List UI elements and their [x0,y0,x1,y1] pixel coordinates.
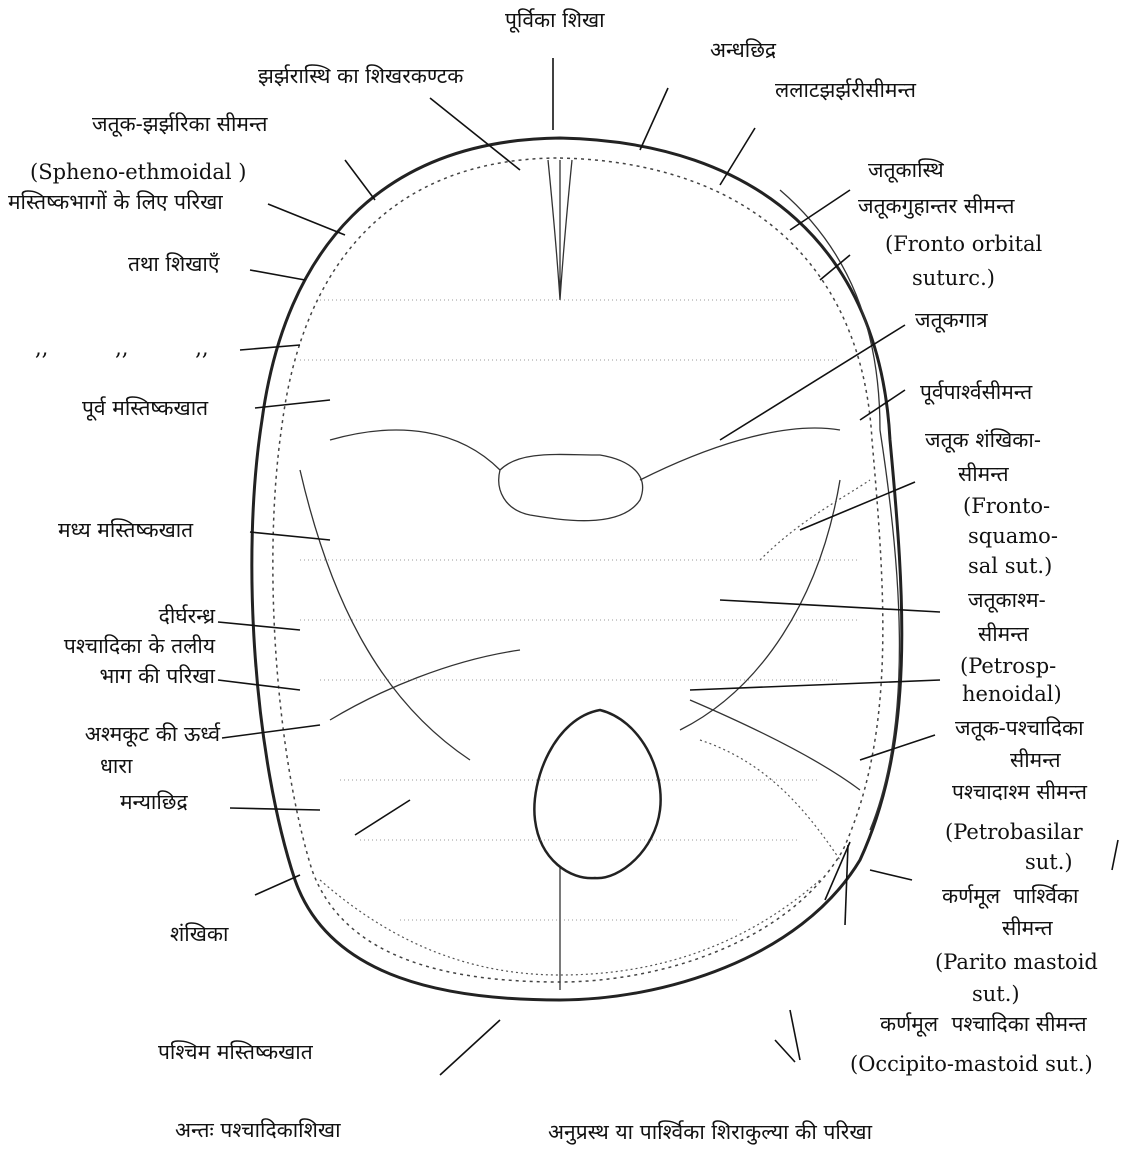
label-ashmakut-2: धारा [100,754,132,779]
leader-ashmakut [222,725,320,738]
label-jatukashm-1: जतूकाश्म- [968,588,1046,613]
label-jatuk-pashchadika-1: जतूक-पश्चादिका [955,716,1084,741]
label-mastishk-parikha: मस्तिष्कभागों के लिए परिखा [8,190,223,215]
petrous-ridge-left [330,650,520,720]
leader-petrosph [690,680,940,690]
label-petrobasilar-2: sut.) [1025,850,1073,875]
label-petrosph-2: henoidal) [962,682,1062,707]
label-karnamul-parshvika-2: सीमन्त [1002,916,1053,941]
leader-manyachhidra [230,808,320,810]
label-fronto-squamo-3: sal sut.) [968,554,1052,579]
label-jatukasthi: जतूकास्थि [868,158,944,183]
label-jatuk-shankhika-1: जतूक शंखिका- [925,428,1041,453]
leader-jatuk-jharjharika [345,160,375,200]
label-pashchim-mastishk: पश्चिम मस्तिष्कखात [158,1040,313,1065]
label-petrosph-1: (Petrosp- [960,654,1056,679]
label-ashmakut-1: अश्मकूट की ऊर्ध्व [25,722,220,747]
label-fronto-orbital-1: (Fronto orbital [885,232,1042,257]
label-purvaparshva: पूर्वपार्श्वसीमन्त [920,380,1032,405]
leader-shankhika [255,875,300,895]
label-anuprasth: अनुप्रस्थ या पार्श्विका शिराकुल्या की पर… [548,1120,872,1145]
leader-anuprasth-2 [790,1010,800,1060]
leader-ditto [240,345,300,350]
label-purvika-shikha: पूर्विका शिखा [505,8,605,33]
leader-purvaparshva [860,390,905,420]
label-jatukashm-2: सीमन्त [978,622,1029,647]
leader-karnamul-pashchadika-2 [845,845,848,925]
label-purva-mastishk: पूर्व मस्तिष्कखात [82,396,208,421]
label-pashchadashm: पश्चादाश्म सीमन्त [952,780,1087,805]
label-occipito-mastoid: (Occipito-mastoid sut.) [850,1052,1093,1077]
label-fronto-squamo-2: squamo- [968,524,1058,549]
transverse-groove [320,880,820,975]
label-parito-mastoid-2: sut.) [972,982,1020,1007]
leader-lalat-jharjhari [720,128,755,185]
leader-dirgharandhra [218,622,300,630]
label-pashchadika-2: भाग की परिखा [25,664,215,689]
label-petrobasilar-1: (Petrobasilar [945,820,1083,845]
label-shikharkantak: झर्झरास्थि का शिखरकण्टक [258,64,463,89]
label-antah-pashchadika: अन्तः पश्चादिकाशिखा [175,1118,341,1143]
right-rim [780,190,899,830]
sella-region [499,454,643,520]
leader-jatukguha [820,255,850,280]
label-spheno-ethmoidal: (Spheno-ethmoidal ) [30,160,246,185]
label-tatha-shikhaen: तथा शिखाएँ [128,252,219,277]
leader-jatuk-pashchadika [860,735,935,760]
frontal-crest [548,160,572,300]
label-manyachhidra: मन्याछिद्र [120,790,188,815]
sutures-right [700,480,870,860]
leader-jatukasthi [790,190,850,230]
leader-tatha-shikhaen [250,270,305,280]
leader-anuprasth [775,1040,795,1062]
label-jatuk-jharjharika: जतूक-झर्झरिका सीमन्त [92,112,267,137]
leader-andhachhidra [640,88,668,150]
label-ditto: ,, ,, ,, [35,336,209,361]
petrous-ridge-right [690,700,860,790]
label-fronto-orbital-2: suturc.) [912,266,995,291]
middle-fossa-left [300,470,470,760]
label-fronto-squamo-1: (Fronto- [963,494,1050,519]
label-karnamul-parshvika-1: कर्णमूल पार्श्विका [942,884,1078,909]
label-jatuk-shankhika-2: सीमन्त [958,462,1009,487]
label-dirgharandhra: दीर्घरन्ध्र [115,604,215,629]
label-andhachhidra: अन्धछिद्र [710,38,776,63]
sphenoid-wings [330,428,840,480]
leader-pashchim-mastishk [355,800,410,835]
label-jatukguha: जतूकगुहान्तर सीमन्त [858,194,1014,219]
leader-antah-pashchadika [440,1020,500,1075]
foramen-magnum [534,710,660,878]
leader-tick-right [1112,840,1118,870]
label-madhya-mastishk: मध्य मस्तिष्कखात [58,518,193,543]
leader-mastishk-parikha [268,204,345,235]
label-lalat-jharjhari: ललाटझर्झरीसीमन्त [775,78,916,103]
leader-jatukashm [720,600,940,612]
label-jatuk-pashchadika-2: सीमन्त [1010,748,1061,773]
label-pashchadika-1: पश्चादिका के तलीय [25,634,215,659]
label-jatukgatra: जतूकगात्र [915,308,988,333]
label-karnamul-pashchadika: कर्णमूल पश्चादिका सीमन्त [880,1012,1087,1037]
label-shankhika: शंखिका [170,922,228,947]
leader-karnamul-parshvika [870,870,912,880]
label-parito-mastoid-1: (Parito mastoid [935,950,1098,975]
